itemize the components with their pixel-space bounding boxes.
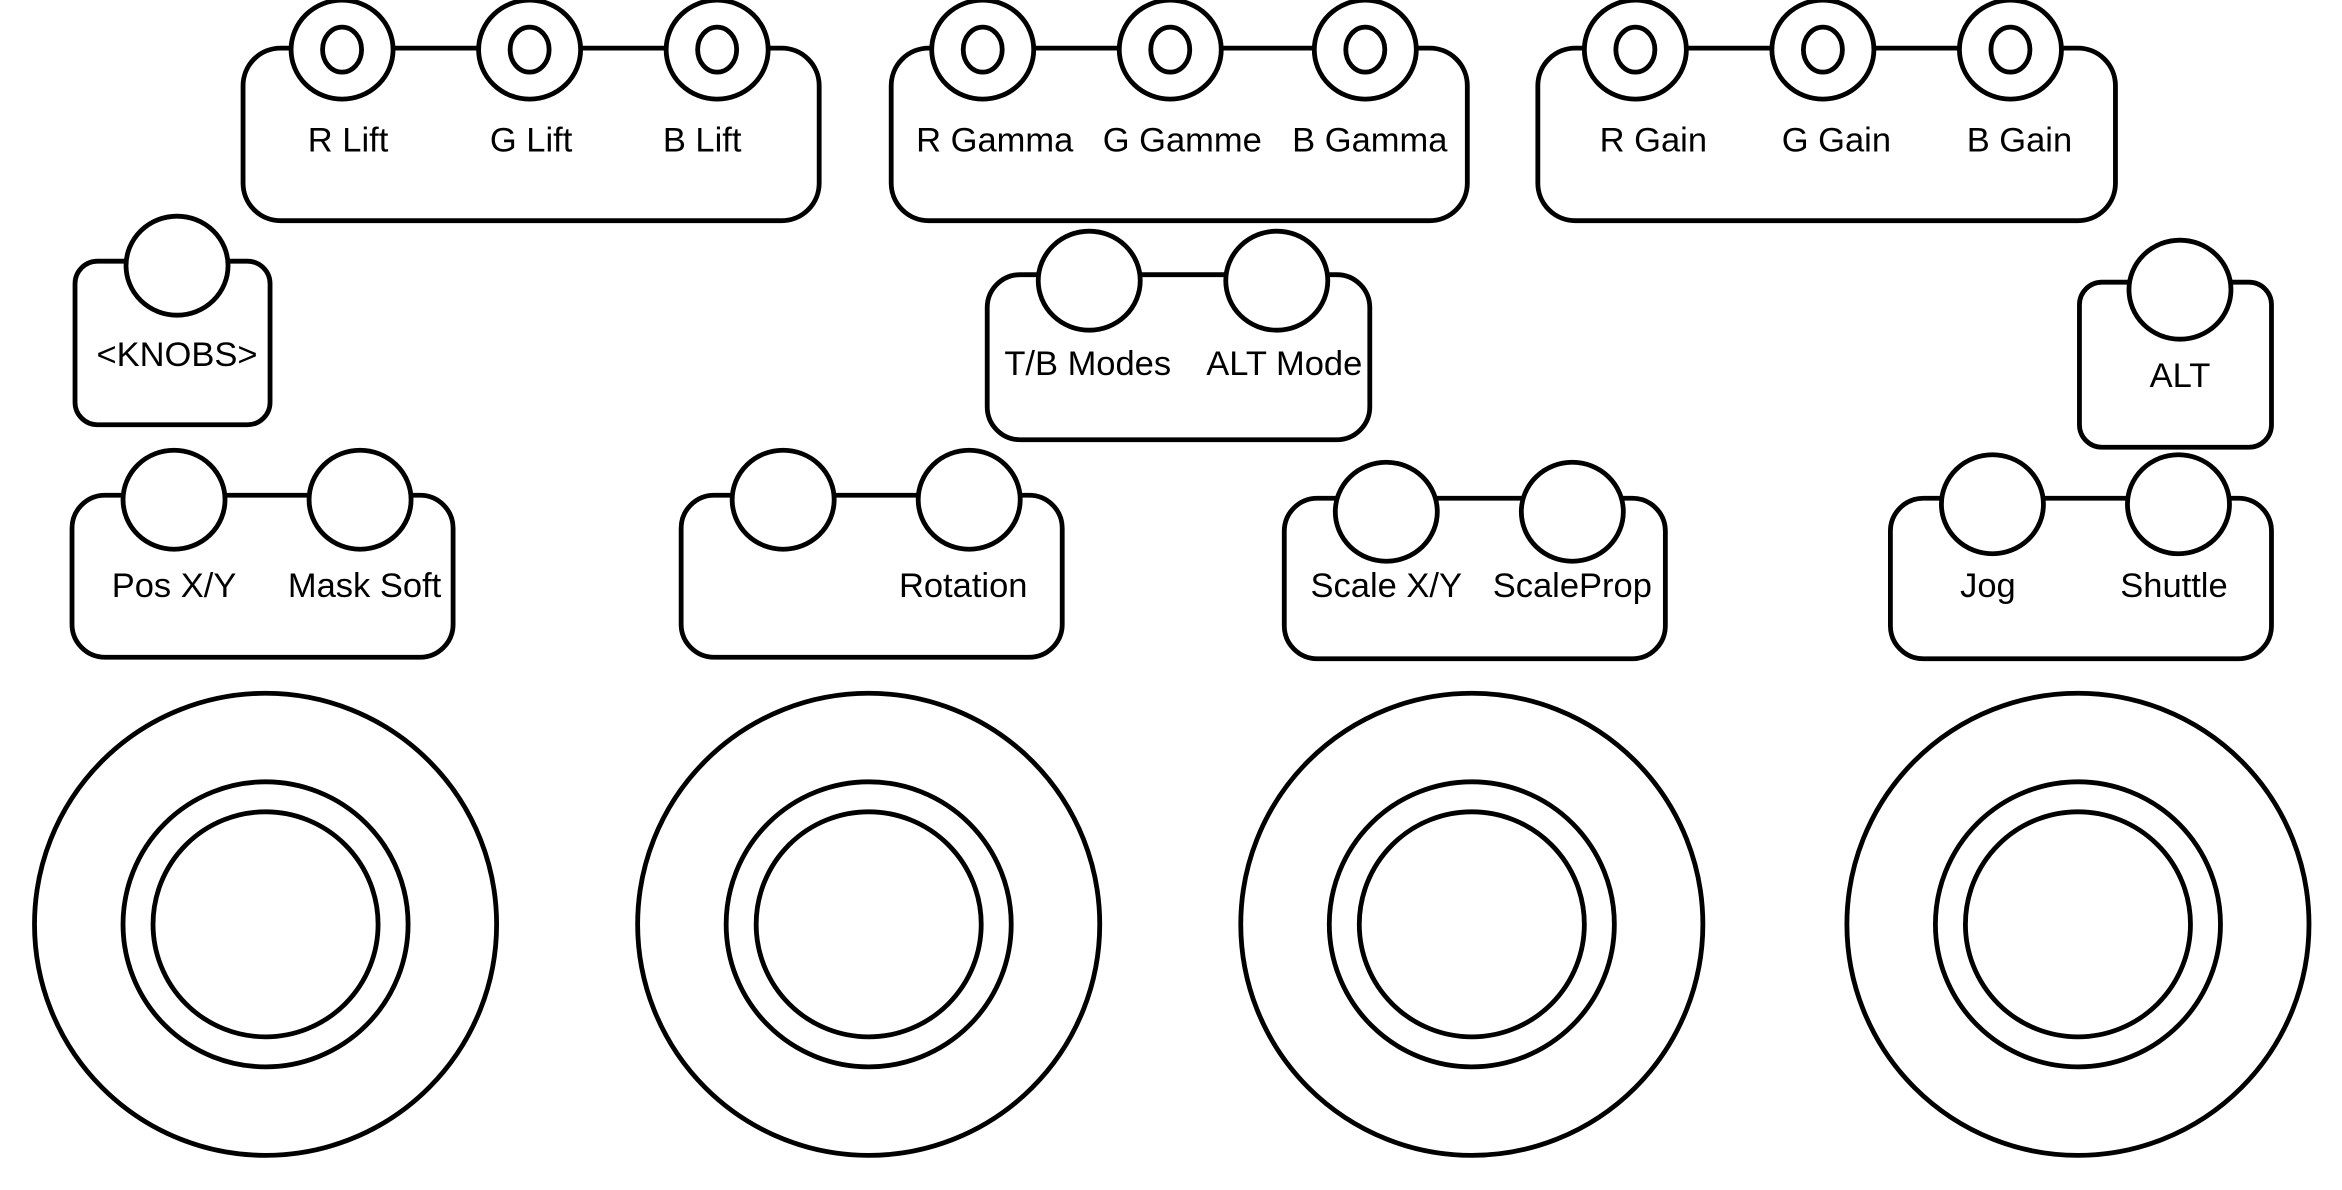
gamma-panel: R Gamma G Gamme B Gamma <box>888 0 1470 224</box>
gain-label: G Gain <box>1782 122 1891 160</box>
knob-icon[interactable] <box>1223 228 1331 333</box>
trackball-ball-icon[interactable] <box>1356 809 1587 1040</box>
knob-cap-icon <box>1613 24 1658 75</box>
knobs-knob-1[interactable] <box>123 213 231 318</box>
position-label: Mask Soft <box>288 567 442 605</box>
gain-knob-1[interactable] <box>1581 0 1689 102</box>
knob-icon[interactable] <box>2125 452 2232 557</box>
lift-knob-3[interactable] <box>663 0 771 102</box>
trackball-ball-icon[interactable] <box>753 809 984 1040</box>
alt-label: ALT <box>2150 357 2211 395</box>
modes-label: ALT Mode <box>1206 345 1362 383</box>
gamma-label: B Gamma <box>1292 122 1448 160</box>
knob-icon[interactable] <box>306 447 414 552</box>
lift-label: G Lift <box>490 122 573 160</box>
position-knob-1[interactable] <box>120 447 228 552</box>
knob-icon[interactable] <box>915 447 1023 552</box>
knobs-label: <KNOBS> <box>96 336 257 374</box>
scale-knob-1[interactable] <box>1332 459 1440 564</box>
knob-icon[interactable] <box>120 447 228 552</box>
modes-knob-2[interactable] <box>1223 228 1331 333</box>
transport-knob-2[interactable] <box>2125 452 2232 557</box>
knob-icon[interactable] <box>2126 237 2234 342</box>
knob-cap-icon <box>1800 24 1845 75</box>
position-knob-2[interactable] <box>306 447 414 552</box>
transport-label: Shuttle <box>2120 567 2227 605</box>
gain-panel: R Gain G Gain B Gain <box>1535 0 2118 224</box>
trackball-4[interactable] <box>1844 690 2312 1158</box>
trackball-ball-icon[interactable] <box>150 809 381 1040</box>
gamma-label: G Gamme <box>1103 122 1262 160</box>
transport-panel: Jog Shuttle <box>1888 452 2274 662</box>
scale-label: Scale X/Y <box>1311 567 1463 605</box>
gain-label: B Gain <box>1967 122 2072 160</box>
gain-knob-2[interactable] <box>1769 0 1877 102</box>
knob-cap-icon <box>1148 24 1193 75</box>
knob-cap-icon <box>960 24 1005 75</box>
alt-knob-1[interactable] <box>2126 237 2234 342</box>
rotation-label: Rotation <box>899 567 1028 605</box>
gamma-label: R Gamma <box>916 122 1074 160</box>
transport-label: Jog <box>1960 567 2016 605</box>
knob-cap-icon <box>507 24 552 75</box>
scale-label: ScaleProp <box>1493 567 1652 605</box>
modes-panel: T/B Modes ALT Mode <box>984 228 1373 443</box>
knob-icon[interactable] <box>1035 228 1143 333</box>
trackball-2[interactable] <box>635 690 1103 1158</box>
rotation-knob-1[interactable] <box>729 447 837 552</box>
knob-icon[interactable] <box>729 447 837 552</box>
trackball-3[interactable] <box>1238 690 1706 1158</box>
lift-label: B Lift <box>663 122 742 160</box>
knob-cap-icon <box>1988 24 2033 75</box>
knob-cap-icon <box>695 24 740 75</box>
rotation-panel: Rotation <box>678 447 1065 660</box>
gain-label: R Gain <box>1600 122 1707 160</box>
knob-icon[interactable] <box>1518 459 1626 564</box>
lift-label: R Lift <box>308 122 389 160</box>
knob-icon[interactable] <box>1332 459 1440 564</box>
lift-knob-2[interactable] <box>476 0 584 102</box>
gamma-knob-1[interactable] <box>929 0 1037 102</box>
gain-knob-3[interactable] <box>1957 0 2064 102</box>
knobs-panel: <KNOBS> <box>72 213 273 428</box>
knob-cap-icon <box>320 24 364 75</box>
lift-knob-1[interactable] <box>288 0 396 102</box>
alt-panel: ALT <box>2077 237 2274 450</box>
gamma-knob-2[interactable] <box>1116 0 1224 102</box>
trackball-ball-icon[interactable] <box>1963 809 2193 1040</box>
lift-panel: R Lift G Lift B Lift <box>240 0 822 224</box>
gamma-knob-3[interactable] <box>1311 0 1419 102</box>
transport-knob-1[interactable] <box>1939 452 2046 557</box>
knob-cap-icon <box>1343 24 1388 75</box>
modes-knob-1[interactable] <box>1035 228 1143 333</box>
knob-icon[interactable] <box>1939 452 2046 557</box>
position-panel: Pos X/Y Mask Soft <box>69 447 456 660</box>
position-label: Pos X/Y <box>112 567 237 605</box>
knob-icon[interactable] <box>123 213 231 318</box>
rotation-knob-2[interactable] <box>915 447 1023 552</box>
trackball-1[interactable] <box>32 690 500 1158</box>
scale-knob-2[interactable] <box>1518 459 1626 564</box>
modes-label: T/B Modes <box>1004 345 1171 383</box>
scale-panel: Scale X/Y ScaleProp <box>1281 459 1668 662</box>
